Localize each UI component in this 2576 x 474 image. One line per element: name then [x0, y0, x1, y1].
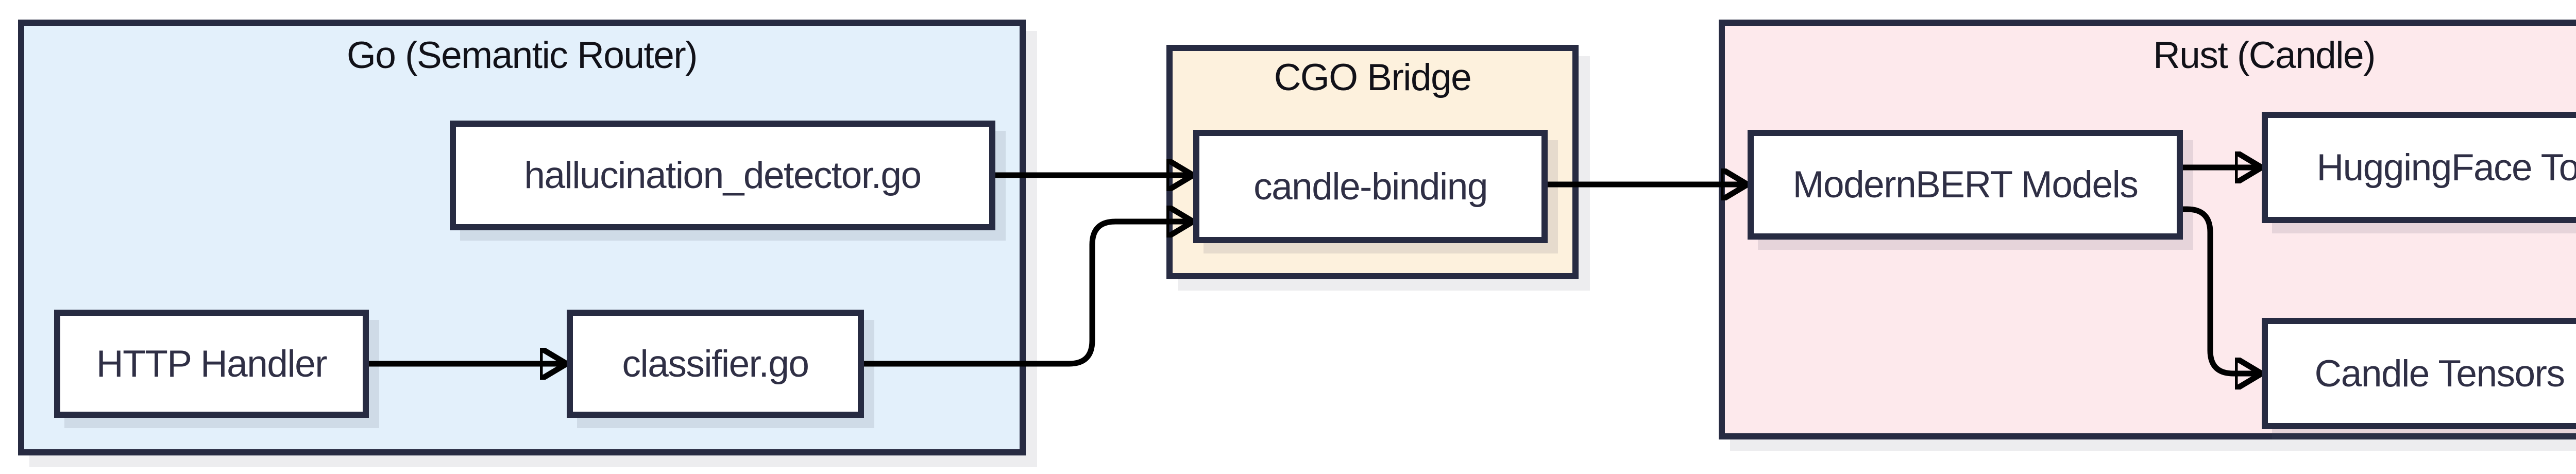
node-hallucination-detector-go: hallucination_detector.go [450, 121, 995, 230]
node-label: ModernBERT Models [1792, 164, 2139, 206]
node-label: candle-binding [1253, 165, 1488, 208]
node-label: Candle Tensors [2314, 352, 2565, 395]
group-rust-title: Rust (Candle) [2153, 35, 2376, 76]
node-candle-tensors: Candle Tensors [2262, 318, 2576, 429]
node-classifier-go: classifier.go [567, 310, 864, 418]
node-label: classifier.go [622, 343, 809, 385]
node-modernbert-models: ModernBERT Models [1748, 130, 2183, 240]
node-label: hallucination_detector.go [524, 155, 922, 196]
node-label: HuggingFace Tokenizers [2316, 146, 2576, 189]
group-cgo-title: CGO Bridge [1274, 57, 1472, 98]
node-http-handler: HTTP Handler [54, 310, 369, 418]
node-label: HTTP Handler [96, 343, 328, 385]
group-go-title: Go (Semantic Router) [347, 35, 698, 76]
node-candle-binding: candle-binding [1193, 130, 1548, 243]
node-huggingface-tokenizers: HuggingFace Tokenizers [2262, 112, 2576, 223]
